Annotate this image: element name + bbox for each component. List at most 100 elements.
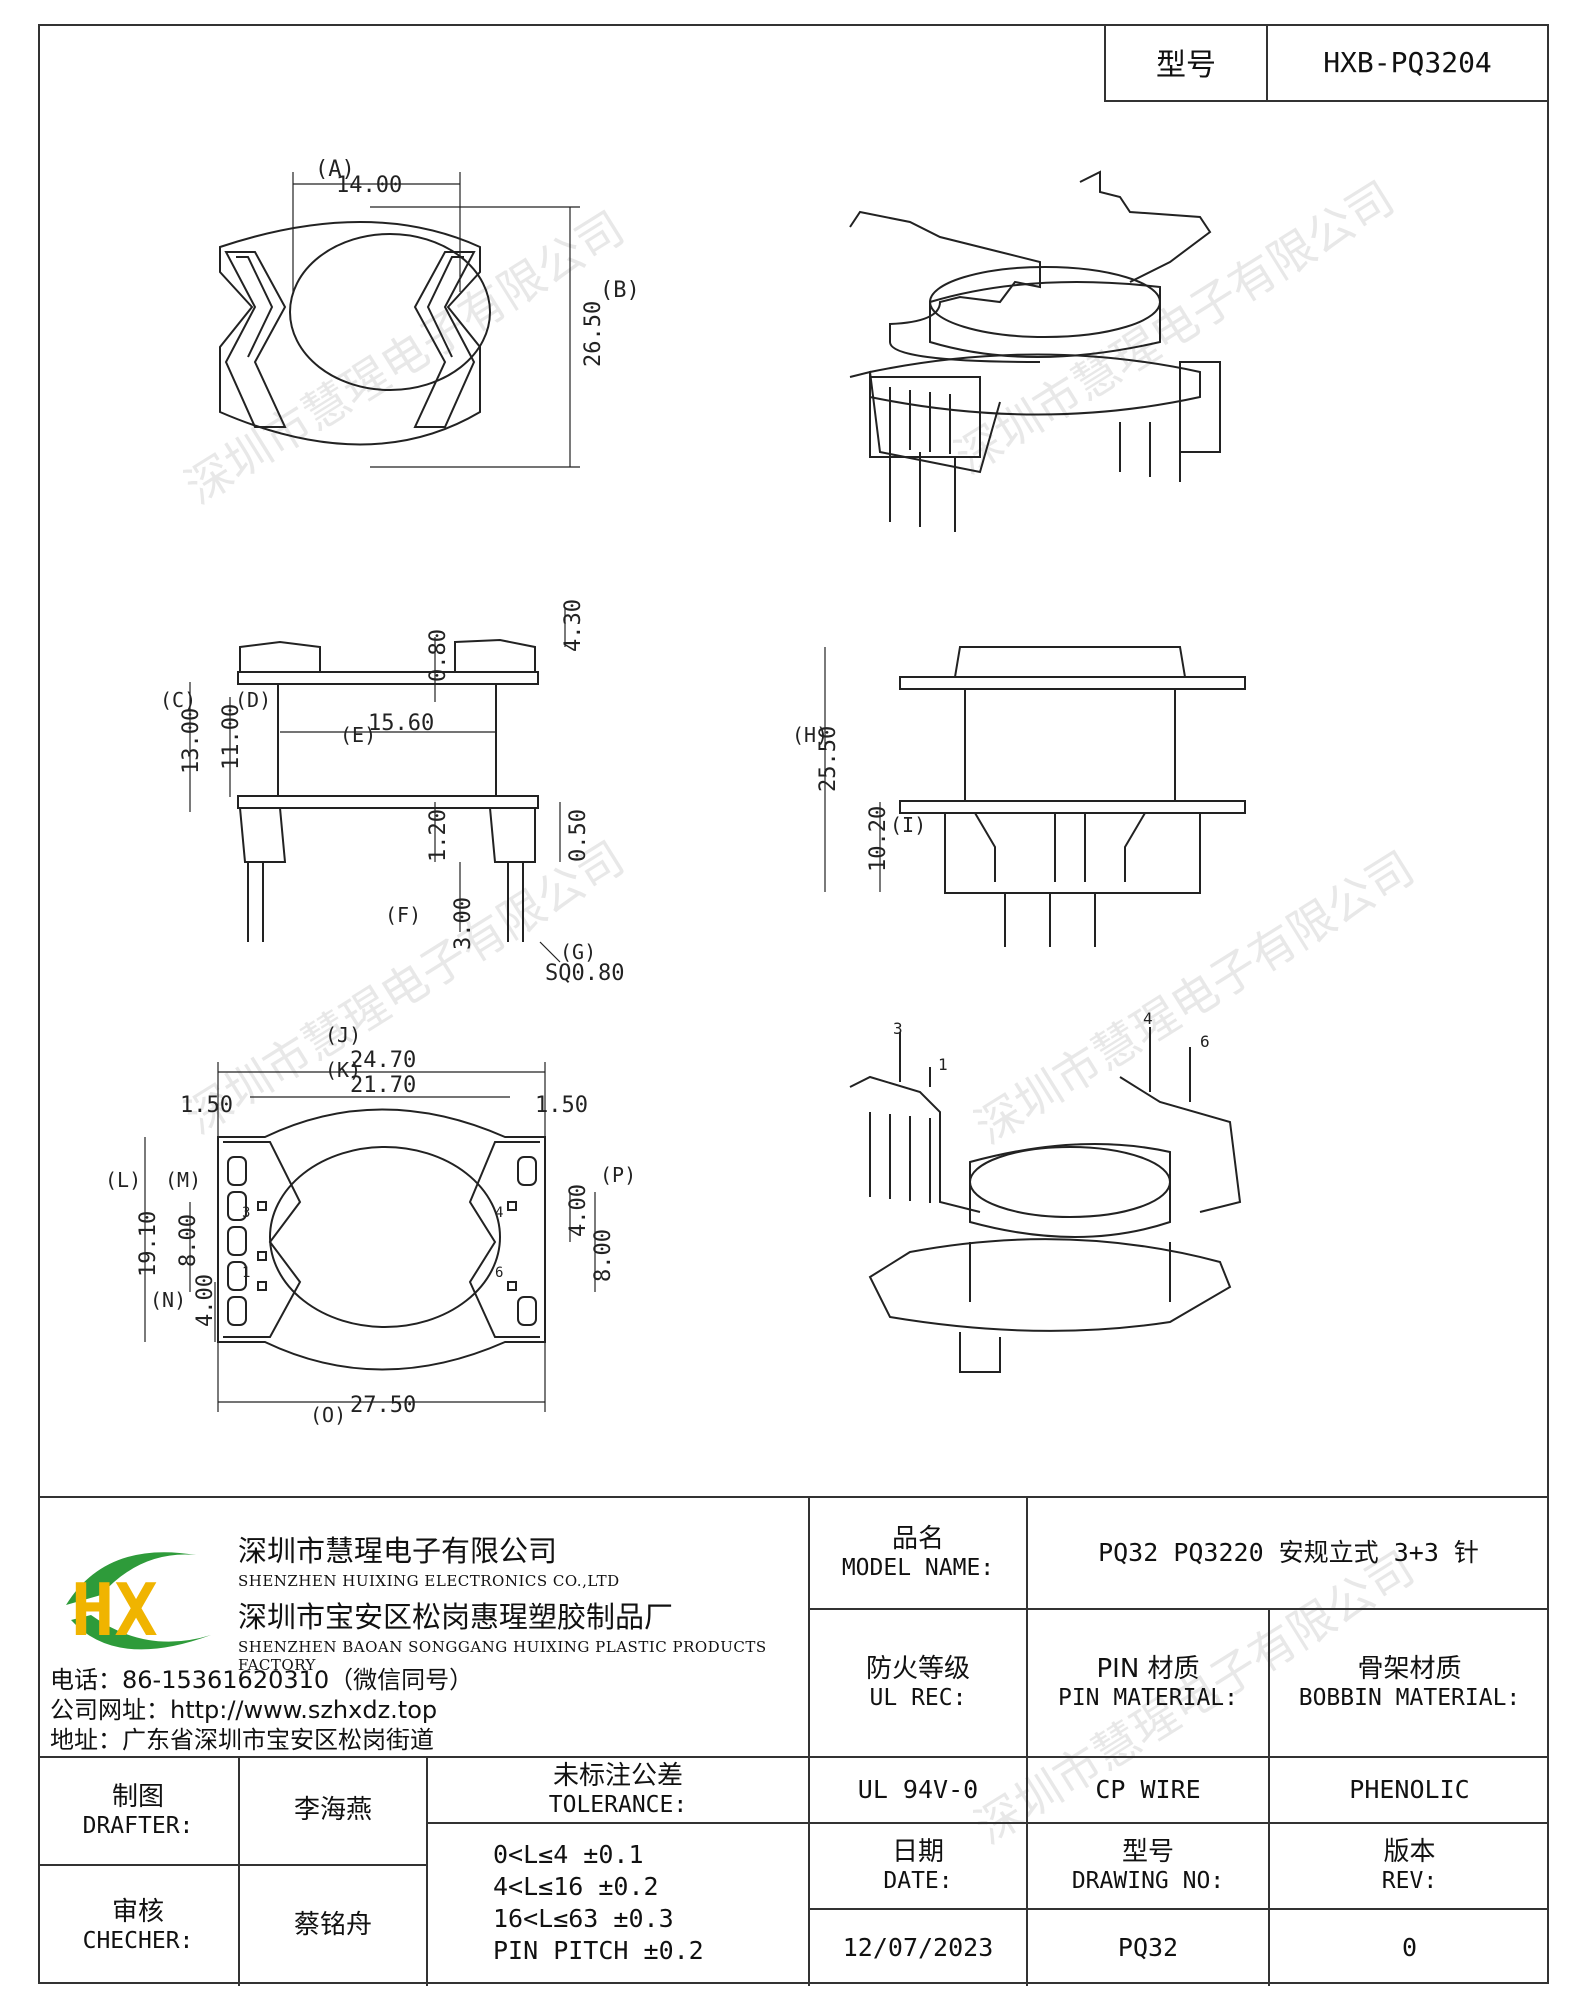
drawing-no-cn: 型号 [1121, 1836, 1174, 1867]
company-phone: 电话：86-15361620310（微信同号） [50, 1666, 474, 1694]
dim-p-value: 4.00 [566, 1184, 591, 1237]
dim-l-label: (L) [105, 1168, 141, 1192]
dim-k-label: (K) [325, 1058, 361, 1082]
front-view [189, 607, 566, 963]
drawing-no-text: PQ32 [1117, 1933, 1179, 1962]
tolerance-line-3: 16<L≤63 ±0.3 [493, 1904, 674, 1933]
drawing-no-value: PQ32 [1028, 1910, 1270, 1986]
dim-m-value: 8.00 [176, 1214, 201, 1267]
dim-b-label: (B) [600, 278, 640, 303]
checker-en: CHECHER: [82, 1927, 194, 1954]
side-view [824, 646, 1246, 947]
tolerance-line-1: 0<L≤4 ±0.1 [493, 1840, 644, 1869]
dim-c-value: 13.00 [179, 708, 204, 774]
checker-header: 审核 CHECHER: [38, 1866, 240, 1986]
pin-6-3d-label: 6 [1200, 1032, 1210, 1051]
factory-name-en: SHENZHEN BAOAN SONGGANG HUIXING PLASTIC … [238, 1638, 767, 1674]
pin-4-3d-label: 4 [1143, 1009, 1153, 1028]
dim-o-label: (O) [310, 1403, 346, 1427]
ul-header: 防火等级 UL REC: [810, 1610, 1028, 1758]
company-info: HX 深圳市慧瑆电子有限公司 SHENZHEN HUIXING ELECTRON… [38, 1498, 810, 1758]
bobbin-material-cn: 骨架材质 [1357, 1653, 1462, 1684]
model-name-value: PQ32 PQ3220 安规立式 3+3 针 [1028, 1498, 1549, 1610]
pin-3-3d-label: 3 [893, 1019, 903, 1038]
model-name-header: 品名 MODEL NAME: [810, 1498, 1028, 1610]
model-name-cn: 品名 [891, 1523, 944, 1554]
pin-1-3d-label: 1 [938, 1055, 948, 1074]
pin-material-en: PIN MATERIAL: [1057, 1684, 1238, 1711]
rev-text: 0 [1401, 1933, 1418, 1962]
rev-en: REV: [1381, 1867, 1438, 1894]
dim-top-value: 4.30 [561, 599, 586, 652]
ul-cn: 防火等级 [865, 1653, 970, 1684]
dim-f-label: (F) [385, 903, 421, 927]
tolerance-en: TOLERANCE: [548, 1791, 688, 1818]
rev-cn: 版本 [1383, 1836, 1436, 1867]
date-text: 12/07/2023 [842, 1933, 994, 1962]
ul-rating: UL 94V-0 [857, 1775, 979, 1804]
dim-p-label: (P) [600, 1163, 636, 1187]
pin-4-label: 4 [495, 1205, 503, 1221]
drafter-value: 李海燕 [240, 1758, 428, 1866]
dim-a-value: 14.00 [336, 173, 402, 198]
company-address: 地址：广东省深圳市宝安区松岗街道 [50, 1726, 434, 1754]
bobbin-material-value: PHENOLIC [1270, 1758, 1549, 1824]
drafter-en: DRAFTER: [82, 1812, 194, 1839]
checker-cn: 审核 [111, 1896, 164, 1927]
checker-value: 蔡铭舟 [240, 1866, 428, 1986]
dim-c-label: (C) [160, 688, 196, 712]
model-name-text: PQ32 PQ3220 安规立式 3+3 针 [1098, 1538, 1479, 1567]
drawing-border [38, 24, 1549, 1984]
isometric-view-top [849, 170, 1221, 532]
company-name-en: SHENZHEN HUIXING ELECTRONICS CO.,LTD [238, 1572, 620, 1590]
pin-material-cn: PIN 材质 [1096, 1653, 1200, 1684]
pin-6-label: 6 [495, 1265, 503, 1281]
drawing-no-header: 型号 DRAWING NO: [1028, 1824, 1270, 1910]
pin-1-label: 1 [242, 1265, 250, 1281]
logo-text: HX [71, 1568, 158, 1652]
checker-name: 蔡铭舟 [293, 1910, 372, 1941]
bobbin-material-text: PHENOLIC [1349, 1775, 1470, 1804]
pin-3-label: 3 [242, 1205, 250, 1221]
dim-i-value: 10.20 [866, 806, 891, 872]
dim-g-label: (G) [560, 940, 596, 964]
dim-j-label: (J) [325, 1023, 361, 1047]
drafter-name: 李海燕 [293, 1795, 372, 1826]
date-header: 日期 DATE: [810, 1824, 1028, 1910]
pin-material-value: CP WIRE [1028, 1758, 1270, 1824]
bottom-view [144, 1062, 596, 1412]
ul-en: UL REC: [869, 1684, 967, 1711]
dim-p2-value: 8.00 [591, 1229, 616, 1282]
dim-e-value: 15.60 [368, 711, 434, 736]
title-block: HX 深圳市慧瑆电子有限公司 SHENZHEN HUIXING ELECTRON… [38, 1496, 1549, 1986]
rev-header: 版本 REV: [1270, 1824, 1549, 1910]
tolerance-cn: 未标注公差 [552, 1760, 683, 1791]
dim-side-left-value: 1.50 [180, 1093, 233, 1118]
dim-n-label: (N) [150, 1288, 186, 1312]
top-view [219, 172, 580, 468]
dim-k-value: 21.70 [350, 1073, 416, 1098]
dim-j-value: 24.70 [350, 1048, 416, 1073]
rev-value: 0 [1270, 1910, 1549, 1986]
dim-l-value: 19.10 [136, 1211, 161, 1277]
factory-name-cn: 深圳市宝安区松岗惠瑆塑胶制品厂 [238, 1600, 674, 1634]
dim-a-label: (A) [315, 157, 355, 182]
dim-o-value: 27.50 [350, 1393, 416, 1418]
tolerance-header: 未标注公差 TOLERANCE: [428, 1758, 810, 1824]
model-name-en: MODEL NAME: [841, 1554, 995, 1581]
tolerance-line-4: PIN PITCH ±0.2 [493, 1936, 704, 1965]
dim-m-label: (M) [165, 1168, 201, 1192]
dim-h-label: (H) [792, 723, 828, 747]
pin-material-text: CP WIRE [1095, 1775, 1201, 1804]
dim-n-value: 4.00 [193, 1274, 218, 1327]
tolerance-values [428, 1824, 810, 1986]
dim-h-value: 25.50 [816, 726, 841, 792]
dim-pin-width-value: 1.20 [426, 809, 451, 862]
date-en: DATE: [883, 1867, 953, 1894]
isometric-view-bottom [849, 1027, 1242, 1373]
company-name-cn: 深圳市慧瑆电子有限公司 [238, 1534, 558, 1568]
model-label: 型号 [1106, 24, 1268, 100]
date-value: 12/07/2023 [810, 1910, 1028, 1986]
bobbin-material-header: 骨架材质 BOBBIN MATERIAL: [1270, 1610, 1549, 1758]
tolerance-line-2: 4<L≤16 ±0.2 [493, 1872, 659, 1901]
